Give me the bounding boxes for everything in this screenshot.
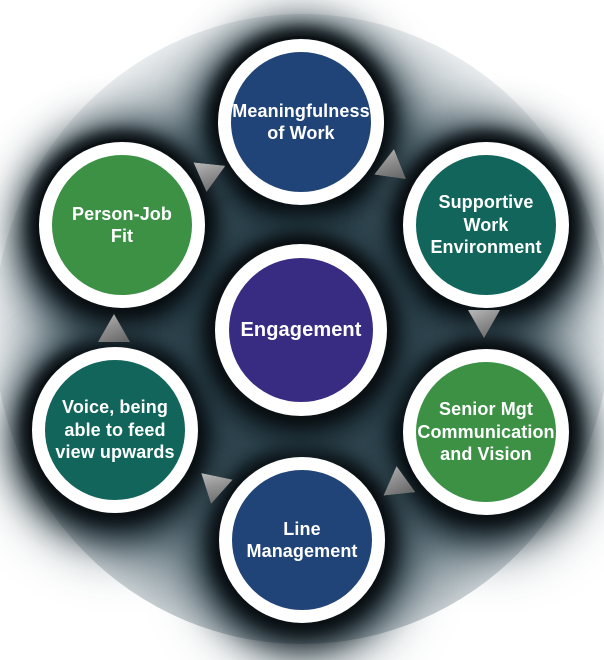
node-label: Senior Mgt Communication and Vision — [417, 399, 555, 465]
node-voice-feed-view-upwards: Voice, being able to feed view upwards — [32, 347, 198, 513]
node-supportive-work-environment: Supportive Work Environment — [403, 142, 569, 308]
node-label: Line Management — [246, 518, 358, 562]
node-label: Engagement — [240, 318, 362, 341]
node-label: Meaningfulness of Work — [232, 100, 370, 144]
node-label: Supportive Work Environment — [430, 192, 542, 258]
node-person-job-fit: Person-Job Fit — [39, 142, 205, 308]
node-line-management: Line Management — [219, 457, 385, 623]
node-engagement-center: Engagement — [215, 244, 387, 416]
node-label: Person-Job Fit — [71, 203, 173, 247]
node-label: Voice, being able to feed view upwards — [55, 397, 175, 463]
node-meaningfulness-of-work: Meaningfulness of Work — [218, 39, 384, 205]
node-senior-mgt-communication-vision: Senior Mgt Communication and Vision — [403, 349, 569, 515]
